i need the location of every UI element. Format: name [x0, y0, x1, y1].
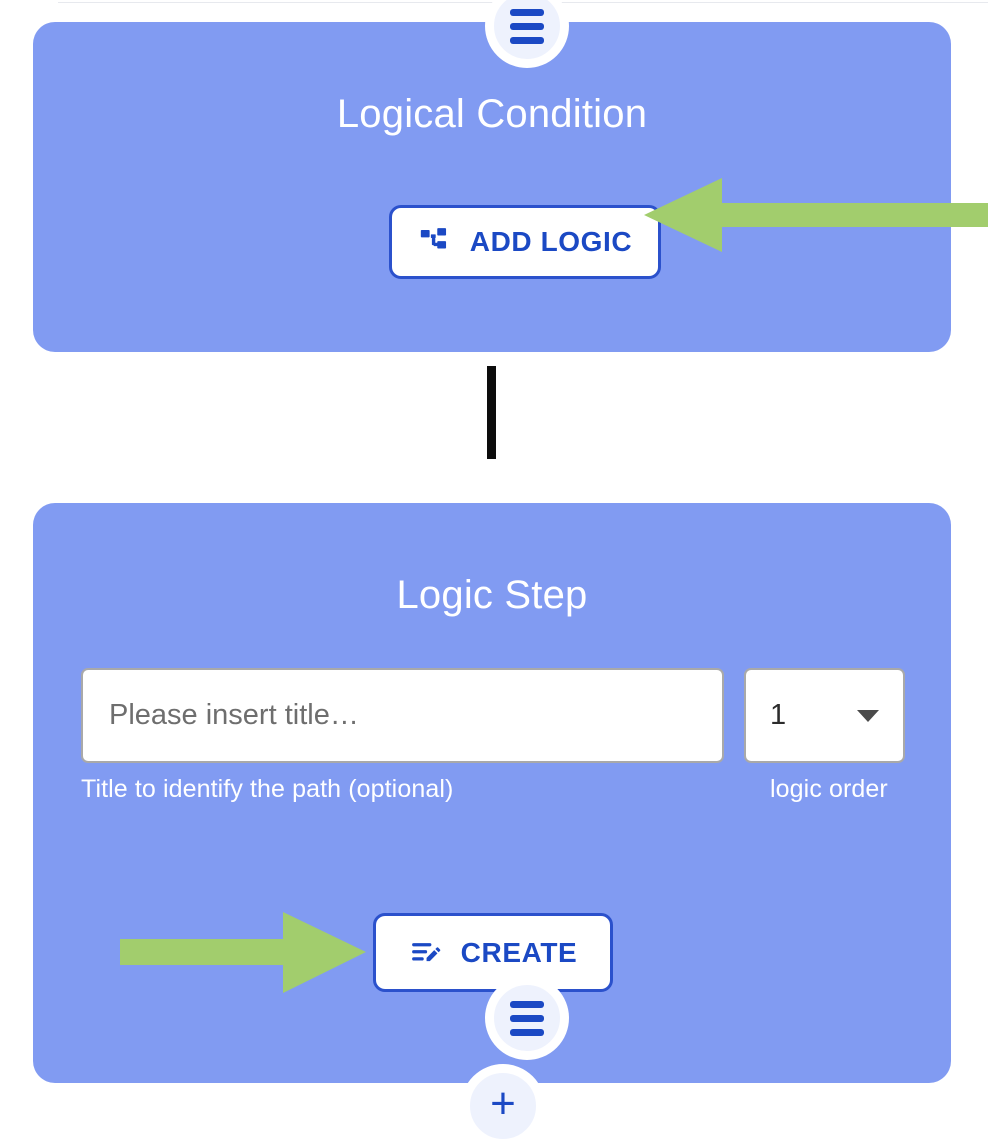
account-tree-icon [418, 225, 452, 259]
plus-icon: + [490, 1079, 516, 1128]
annotation-arrow-to-create [120, 912, 366, 998]
handle-bar [510, 22, 544, 30]
create-button-label: CREATE [460, 936, 578, 968]
handle-bar [510, 8, 544, 16]
title-input[interactable] [81, 668, 724, 763]
title-input-helper-text: Title to identify the path (optional) [81, 775, 454, 803]
logic-order-field-group: 1 logic order [744, 668, 905, 807]
logical-condition-title: Logical Condition [336, 92, 648, 136]
logic-step-drag-handle[interactable] [485, 976, 569, 1060]
logic-order-helper-text: logic order [770, 775, 888, 803]
handle-bar [510, 1028, 544, 1036]
title-field-group: Title to identify the path (optional) [81, 668, 724, 807]
flow-canvas: Logical Condition ADD LOGIC [33, 0, 988, 1148]
annotation-arrow-to-add-logic [644, 178, 988, 257]
logical-condition-card[interactable]: Logical Condition ADD LOGIC [33, 0, 951, 352]
logic-order-selected-value: 1 [770, 699, 787, 731]
add-logic-button[interactable]: ADD LOGIC [389, 205, 661, 279]
flow-connector-line [487, 366, 496, 459]
logic-step-title: Logic Step [396, 573, 588, 617]
add-logic-button-label: ADD LOGIC [469, 226, 633, 257]
handle-bar [510, 1014, 544, 1022]
chevron-down-icon [857, 709, 879, 722]
logic-order-select-wrap: 1 [744, 668, 905, 763]
handle-bar [510, 1000, 544, 1008]
logic-order-select[interactable]: 1 [744, 668, 905, 763]
condition-card-drag-handle[interactable] [485, 0, 569, 68]
create-button[interactable]: CREATE [373, 913, 613, 992]
handle-bar [510, 36, 544, 44]
logic-step-form: Title to identify the path (optional) 1 … [81, 668, 905, 807]
edit-note-icon [409, 936, 443, 970]
add-step-button[interactable]: + [461, 1064, 545, 1148]
